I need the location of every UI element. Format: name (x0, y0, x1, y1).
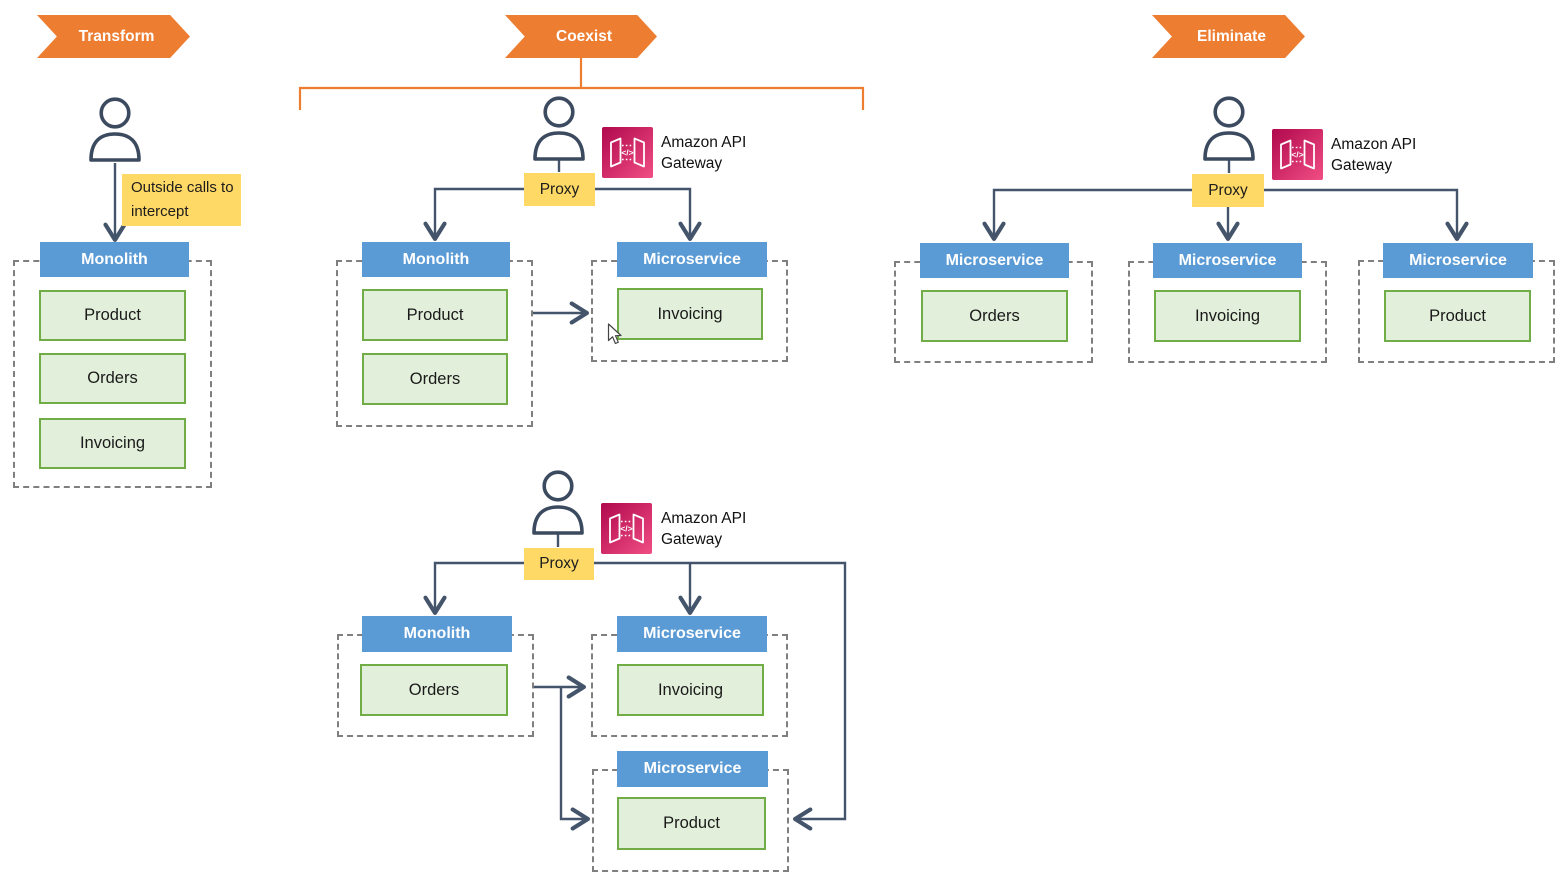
eliminate-orders-header: Microservice (920, 243, 1069, 278)
node-title: Monolith (403, 625, 471, 642)
banner-transform-label: Transform (78, 27, 155, 45)
node-title: Microservice (643, 250, 741, 268)
module-label: Product (663, 814, 720, 832)
coexist-microservice-header: Microservice (617, 242, 767, 277)
banner-eliminate: Eliminate (1152, 15, 1305, 58)
api-gateway-label-coexist: Amazon API Gateway (661, 134, 747, 172)
proxy-label: Proxy (1208, 181, 1248, 199)
banner-coexist-label: Coexist (556, 27, 612, 45)
module-label: Orders (87, 369, 138, 387)
node-title: Monolith (81, 250, 148, 268)
transform-monolith-header: Monolith (40, 242, 189, 277)
module-label: Orders (409, 369, 461, 388)
api-gateway-icon-coexist-later: </> (601, 503, 652, 554)
banner-eliminate-label: Eliminate (1197, 27, 1266, 45)
user-icon-transform (89, 97, 141, 162)
connector-proxy-to-product-later (594, 561, 847, 819)
eliminate-module-orders: Orders (921, 290, 1068, 342)
user-icon-coexist (533, 96, 585, 161)
node-title: Microservice (643, 625, 741, 642)
module-label: Orders (408, 680, 460, 699)
svg-text:</>: </> (620, 524, 632, 534)
coexist-later-product-header: Microservice (617, 751, 768, 787)
transform-module-orders: Orders (39, 353, 186, 404)
node-title: Microservice (1409, 251, 1507, 269)
module-label: Invoicing (657, 304, 723, 323)
module-label: Invoicing (1194, 306, 1261, 325)
node-title: Microservice (945, 251, 1044, 269)
node-title: Monolith (402, 250, 470, 268)
user-icon-eliminate (1203, 96, 1255, 161)
svg-text:</>: </> (1291, 150, 1303, 160)
outside-calls-note: Outside calls to intercept (122, 174, 241, 226)
module-label: Product (1429, 306, 1486, 325)
module-label: Orders (969, 306, 1020, 325)
node-title: Microservice (643, 760, 742, 777)
coexist-later-invoicing-header: Microservice (617, 616, 767, 652)
eliminate-module-product: Product (1384, 290, 1531, 342)
coexist-module-orders: Orders (362, 353, 508, 405)
module-label: Invoicing (79, 434, 146, 452)
connector-proxy-to-monolith-later (435, 561, 524, 611)
coexist-later-module-orders: Orders (360, 664, 508, 716)
api-gateway-label-coexist-later: Amazon API Gateway (661, 510, 747, 548)
eliminate-invoicing-header: Microservice (1153, 243, 1302, 278)
proxy-label: Proxy (539, 180, 580, 198)
mouse-cursor (607, 323, 622, 345)
svg-text:</>: </> (621, 148, 633, 158)
module-label: Product (84, 306, 141, 324)
api-gateway-label-eliminate: Amazon API Gateway (1331, 136, 1417, 174)
coexist-module-product: Product (362, 289, 508, 341)
proxy-box-coexist: Proxy (524, 173, 595, 206)
module-label: Invoicing (657, 680, 724, 699)
coexist-module-invoicing: Invoicing (617, 288, 763, 340)
coexist-later-module-product: Product (617, 797, 766, 850)
connector-orders-to-product-later (559, 687, 586, 819)
connector-proxy-to-monolith-coexist (435, 187, 524, 237)
connector-proxy-to-orders-eliminate (994, 188, 1192, 237)
api-gateway-icon-eliminate: </> (1272, 129, 1323, 180)
coexist-monolith-header: Monolith (362, 242, 510, 277)
eliminate-product-header: Microservice (1383, 243, 1533, 278)
eliminate-module-invoicing: Invoicing (1154, 290, 1301, 342)
connector-proxy-to-microservice-coexist (595, 187, 690, 237)
banner-transform: Transform (37, 15, 190, 58)
transform-module-product: Product (39, 290, 186, 341)
coexist-bracket (298, 86, 865, 110)
user-icon-coexist-later (532, 470, 584, 535)
transform-module-invoicing: Invoicing (39, 418, 186, 469)
banner-coexist: Coexist (505, 15, 657, 58)
node-title: Microservice (1178, 251, 1277, 269)
connector-proxy-to-product-eliminate (1264, 188, 1457, 237)
proxy-box-coexist-later: Proxy (524, 548, 594, 580)
coexist-later-module-invoicing: Invoicing (617, 664, 764, 716)
coexist-later-monolith-header: Monolith (362, 616, 512, 652)
proxy-box-eliminate: Proxy (1192, 174, 1264, 207)
proxy-label: Proxy (539, 555, 579, 572)
api-gateway-icon-coexist: </> (602, 127, 653, 178)
module-label: Product (406, 305, 464, 324)
